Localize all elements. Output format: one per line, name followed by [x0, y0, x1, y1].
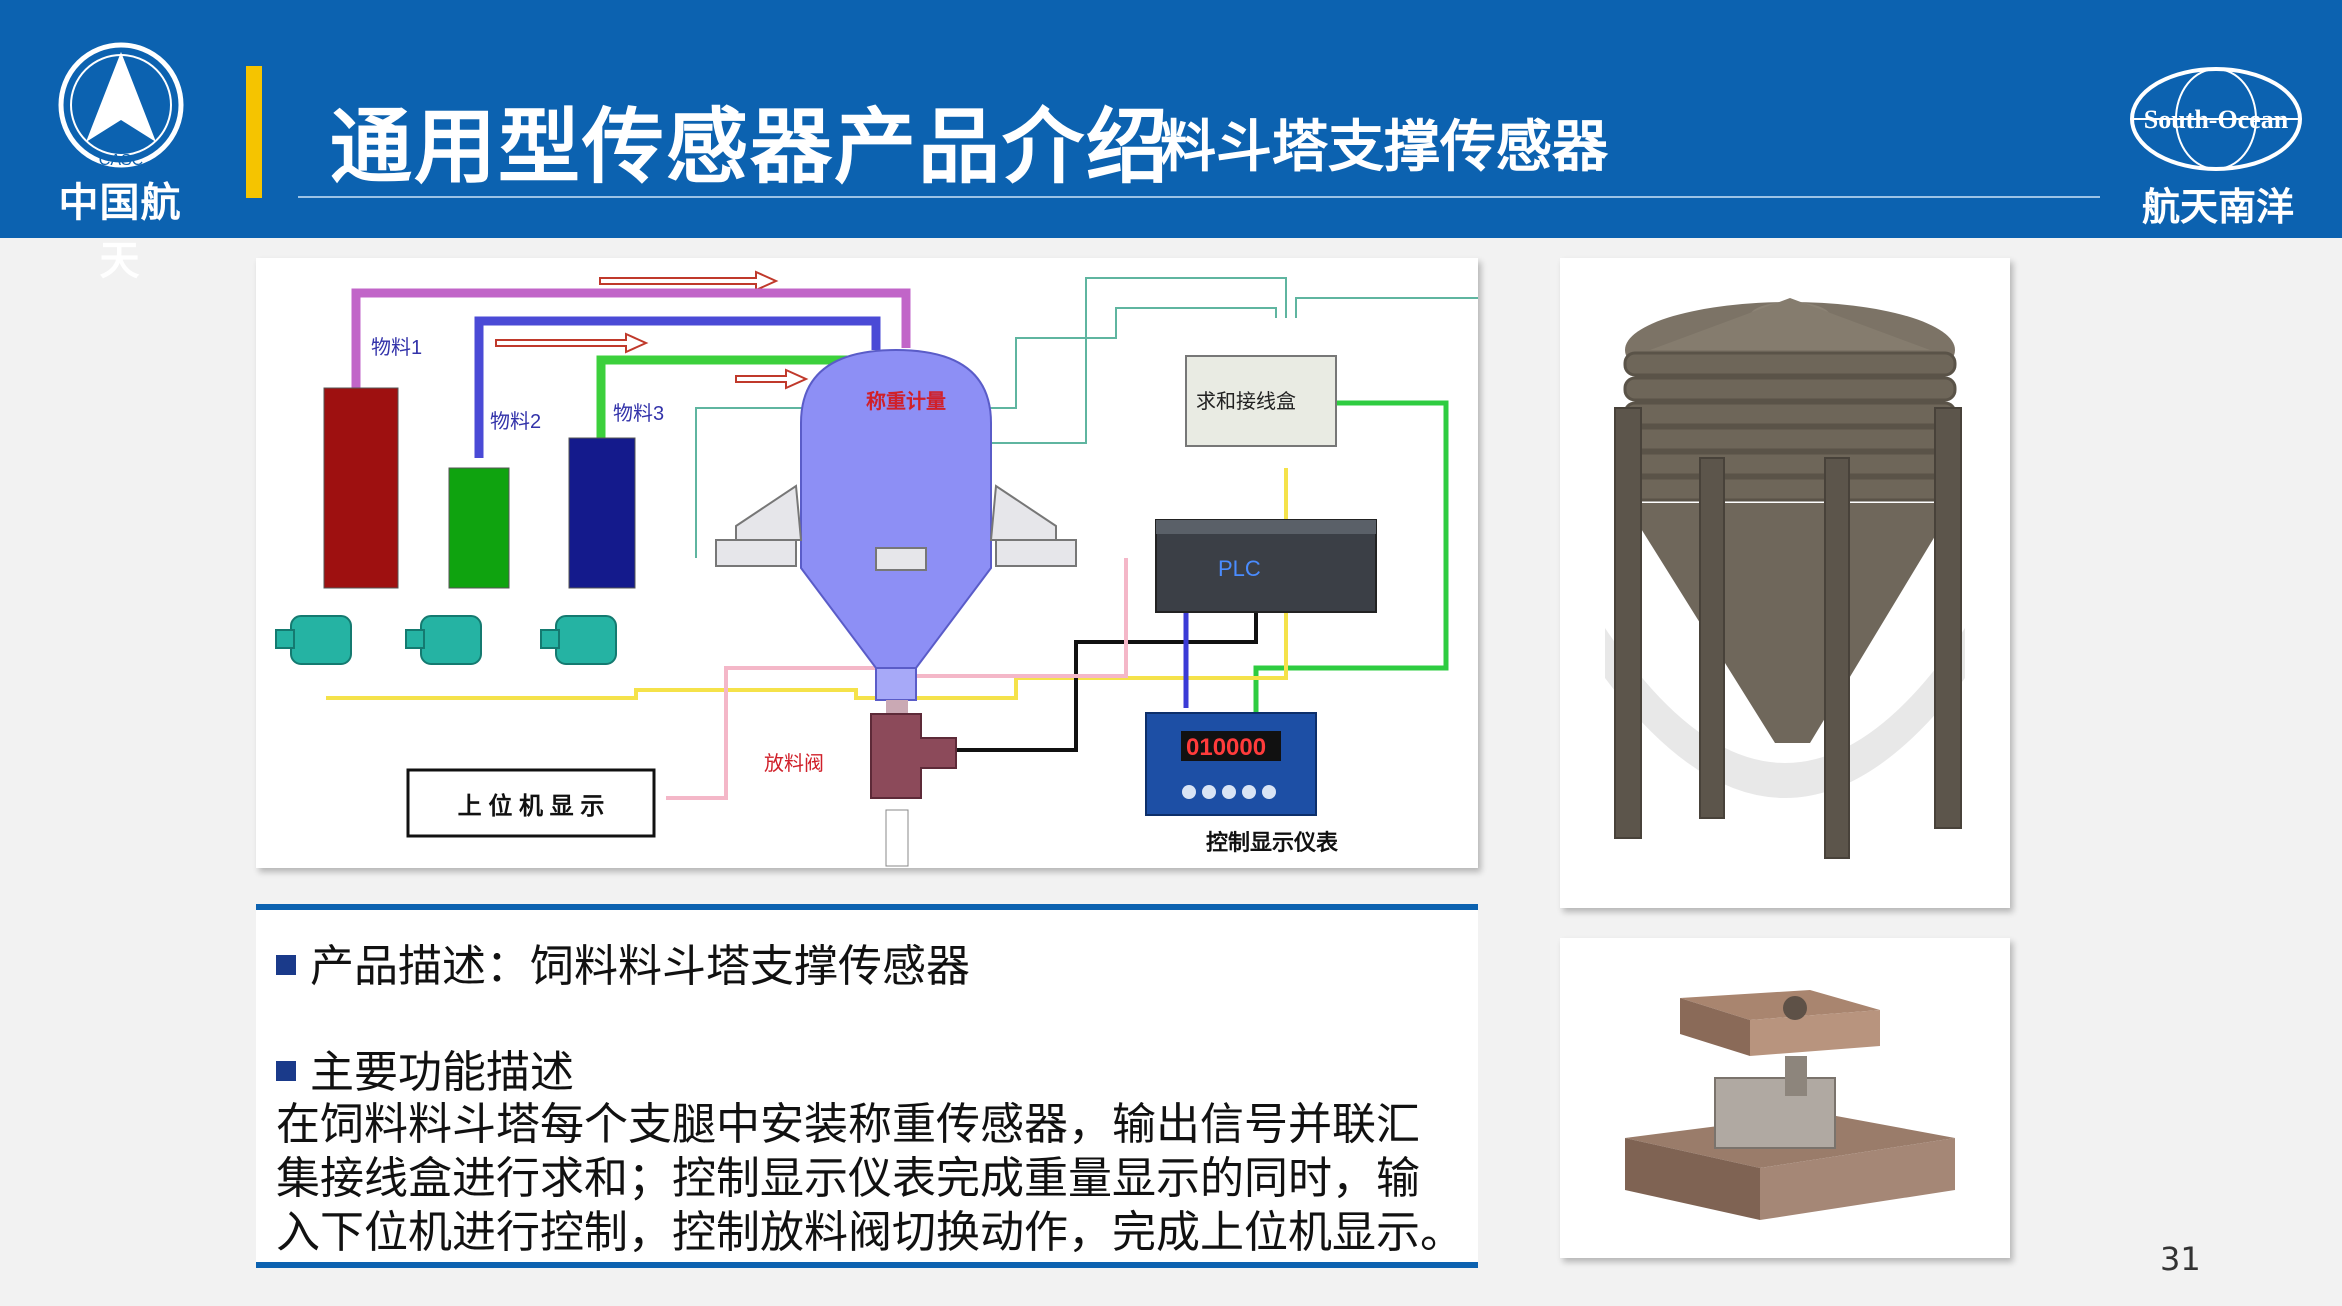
label-material1: 物料1	[371, 336, 422, 359]
description-item-product: 产品描述：饲料料斗塔支撑传感器	[276, 930, 970, 994]
description-item-function: 主要功能描述	[276, 1036, 574, 1100]
org-name: 中国航天	[58, 180, 182, 284]
product-description: 产品描述：饲料料斗塔支撑传感器	[310, 941, 970, 992]
label-host-display: 上 位 机 显 示	[458, 792, 605, 820]
label-material3: 物料3	[613, 402, 664, 425]
label-junction-box: 求和接线盒	[1196, 390, 1296, 413]
square-bullet-icon	[276, 955, 296, 975]
function-text-line3: 入下位机进行控制，控制放料阀切换动作，完成上位机显示。	[276, 1207, 1464, 1258]
flow-arrows	[495, 270, 809, 390]
process-diagram: 物料1 物料2 物料3 称重计量 放料阀 求和接	[256, 258, 1478, 868]
label-plc: PLC	[1218, 556, 1261, 581]
description-top-rule	[256, 904, 1478, 910]
hopper-tower-image	[1560, 258, 2010, 908]
page-number: 31	[2160, 1240, 2201, 1278]
function-text-line1: 在饲料料斗塔每个支腿中安装称重传感器，输出信号并联汇	[276, 1099, 1420, 1150]
load-cell-module-image	[1560, 938, 2010, 1258]
accent-bar	[246, 66, 262, 198]
function-text-line2: 集接线盒进行求和；控制显示仪表完成重量显示的同时，输	[276, 1153, 1420, 1204]
display-readout: 010000	[1186, 734, 1266, 761]
right-org-name: 航天南洋	[2141, 185, 2294, 229]
function-heading: 主要功能描述	[310, 1047, 574, 1098]
header-bar	[0, 0, 2342, 238]
motors	[275, 615, 617, 665]
casc-logo-text: CASC	[99, 152, 143, 169]
label-material2: 物料2	[490, 410, 541, 433]
label-weighing: 称重计量	[866, 389, 946, 413]
south-ocean-logo: South-Ocean	[2130, 67, 2302, 171]
description-box	[256, 904, 1478, 1266]
page-subtitle: 料斗塔支撑传感器	[1160, 115, 1608, 180]
label-discharge-valve: 放料阀	[764, 752, 824, 775]
page-title: 通用型传感器产品介绍	[330, 100, 1171, 195]
description-bottom-rule	[256, 1262, 1478, 1268]
casc-logo: CASC	[58, 42, 184, 169]
square-bullet-icon	[276, 1061, 296, 1081]
label-instrument: 控制显示仪表	[1206, 830, 1339, 855]
south-ocean-logo-text: South-Ocean	[2144, 105, 2289, 134]
header-divider	[298, 196, 2100, 198]
